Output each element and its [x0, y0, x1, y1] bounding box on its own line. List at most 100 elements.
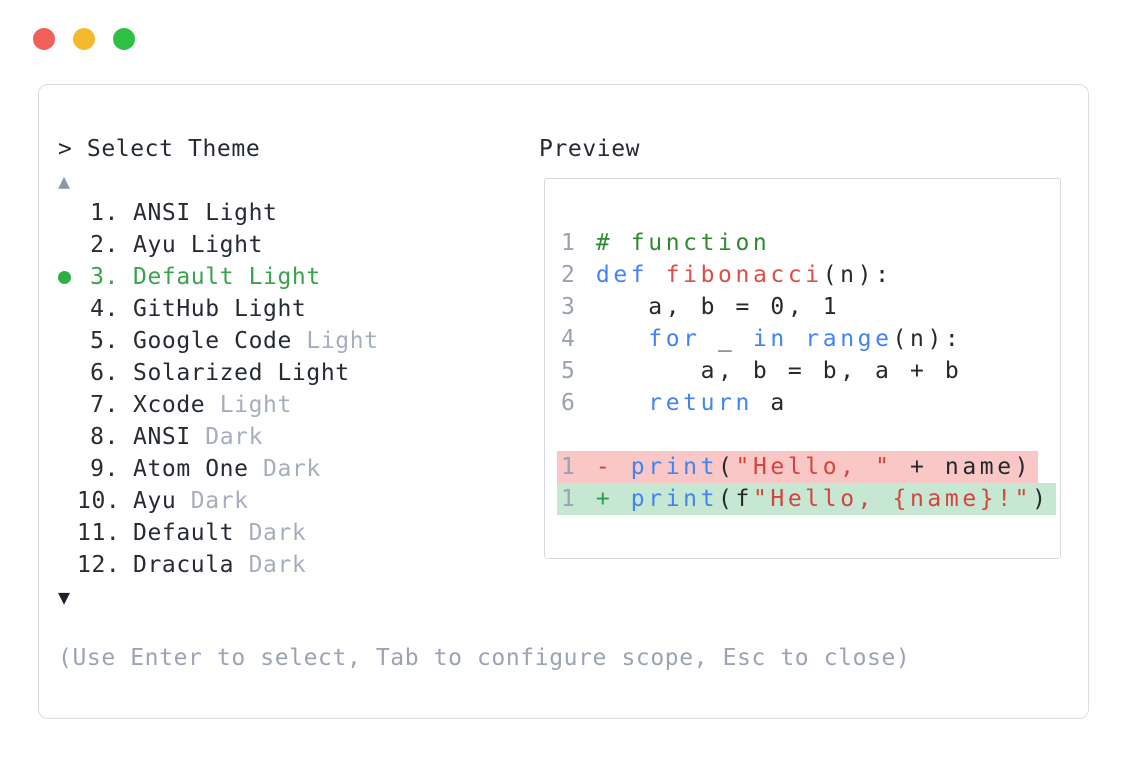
theme-list-item[interactable]: 5.Google Code Light	[58, 325, 379, 357]
line-number: 3	[561, 294, 596, 320]
line-number: 1	[561, 454, 579, 480]
theme-number: 6.	[90, 360, 119, 386]
theme-list-item[interactable]: 2. Ayu Light	[58, 229, 379, 261]
theme-name: Ayu Dark	[119, 488, 249, 514]
keyboard-hint: (Use Enter to select, Tab to configure s…	[58, 645, 911, 671]
theme-number: 4.	[90, 296, 119, 322]
theme-name-part: Light	[306, 328, 379, 354]
theme-name: Xcode Light	[119, 392, 292, 418]
theme-name-part: Atom One	[133, 456, 264, 482]
code-token: (	[718, 454, 736, 480]
diff-line-removed: 1 - print("Hello, " + name)	[557, 451, 1039, 483]
close-button[interactable]	[33, 28, 55, 50]
code-token: (f	[718, 486, 753, 512]
theme-name-part: Ayu Light	[133, 232, 264, 258]
theme-list-item[interactable]: 7.Xcode Light	[58, 389, 379, 421]
theme-name: Google Code Light	[119, 328, 379, 354]
diff-preview: 1 - print("Hello, " + name)1 + print(f"H…	[557, 451, 1056, 515]
code-line: 4 for _ in range(n):	[561, 323, 1056, 355]
diff-line-added: 1 + print(f"Hello, {name}!")	[557, 483, 1056, 515]
theme-name-part: Dracula	[133, 552, 249, 578]
code-token	[596, 326, 648, 352]
theme-name-part: Ayu	[133, 488, 191, 514]
diff-sign-icon: -	[578, 454, 631, 480]
maximize-button[interactable]	[113, 28, 135, 50]
theme-name: Default Light	[119, 264, 321, 290]
theme-name: GitHub Light	[119, 296, 306, 322]
scroll-down-icon[interactable]: ▼	[58, 585, 71, 609]
theme-list-item[interactable]: 11.Default Dark	[58, 517, 379, 549]
theme-number: 7.	[90, 392, 119, 418]
theme-name-part: Google Code	[133, 328, 307, 354]
theme-number: 10.	[77, 488, 121, 514]
code-token	[596, 390, 648, 416]
theme-name-part: Default Light	[133, 264, 321, 290]
theme-list-item[interactable]: 12.Dracula Dark	[58, 549, 379, 581]
theme-number: 12.	[77, 552, 121, 578]
theme-list-item[interactable]: 1. ANSI Light	[58, 197, 379, 229]
theme-list-item[interactable]: 6.Solarized Light	[58, 357, 379, 389]
theme-name-part: Dark	[190, 488, 249, 514]
theme-name: Atom One Dark	[119, 456, 321, 482]
code-token: print	[630, 454, 719, 480]
theme-name: Solarized Light	[119, 360, 350, 386]
line-number: 5	[561, 358, 596, 384]
code-token: # function	[595, 230, 771, 256]
code-token	[648, 262, 665, 288]
code-token: _	[700, 326, 753, 352]
theme-name: ANSI Dark	[119, 424, 263, 450]
theme-name: Dracula Dark	[119, 552, 306, 578]
theme-list-item[interactable]: 4. GitHub Light	[58, 293, 379, 325]
scroll-up-icon[interactable]: ▲	[58, 169, 71, 193]
code-token	[788, 326, 805, 352]
code-line: 5 a, b = b, a + b	[561, 355, 1056, 387]
theme-number: 8.	[90, 424, 119, 450]
line-number: 6	[561, 390, 596, 416]
code-line: 2 def fibonacci(n):	[561, 259, 1056, 291]
line-number: 4	[561, 326, 596, 352]
preview-title: Preview	[539, 136, 641, 162]
theme-name: Ayu Light	[119, 232, 263, 258]
theme-name: Default Dark	[119, 520, 306, 546]
theme-number: 5.	[90, 328, 119, 354]
code-token: (n):	[892, 326, 963, 352]
diff-sign-icon: +	[578, 486, 631, 512]
line-number: 1	[561, 230, 596, 256]
theme-list-item[interactable]: 8.ANSI Dark	[58, 421, 379, 453]
theme-list-item[interactable]: 3. Default Light	[58, 261, 379, 293]
theme-list-item[interactable]: 10.Ayu Dark	[58, 485, 379, 517]
code-token: range	[805, 326, 893, 352]
theme-number: 9.	[90, 456, 119, 482]
code-token: (n):	[822, 262, 893, 288]
theme-name-part: ANSI	[133, 424, 206, 450]
code-token: def	[595, 262, 649, 288]
theme-list-item[interactable]: 9.Atom One Dark	[58, 453, 379, 485]
code-line: 6 return a	[561, 387, 1056, 419]
selected-indicator	[58, 270, 77, 284]
code-token: a, b = 0, 1	[595, 294, 841, 320]
code-token: print	[630, 486, 719, 512]
code-token: "Hello, {name}!"	[752, 486, 1033, 512]
code-line: 1 # function	[561, 227, 1056, 259]
window-controls	[33, 28, 135, 50]
theme-list: 1. ANSI Light 2. Ayu Light 3. Default Light 4.…	[58, 197, 379, 581]
theme-name-part: GitHub Light	[133, 296, 307, 322]
theme-number: 2.	[90, 232, 119, 258]
code-token: in	[752, 326, 788, 352]
code-token: fibonacci	[665, 262, 823, 288]
theme-name-part: Xcode	[133, 392, 220, 418]
code-token: a	[752, 390, 788, 416]
theme-name-part: Light	[219, 392, 292, 418]
theme-name-part: Dark	[248, 552, 307, 578]
theme-number: 3.	[90, 264, 119, 290]
theme-number: 11.	[77, 520, 121, 546]
theme-number: 1.	[90, 200, 119, 226]
theme-name-part: ANSI Light	[133, 200, 278, 226]
minimize-button[interactable]	[73, 28, 95, 50]
code-line: 3 a, b = 0, 1	[561, 291, 1056, 323]
line-number: 1	[561, 486, 579, 512]
theme-name-part: Dark	[205, 424, 264, 450]
